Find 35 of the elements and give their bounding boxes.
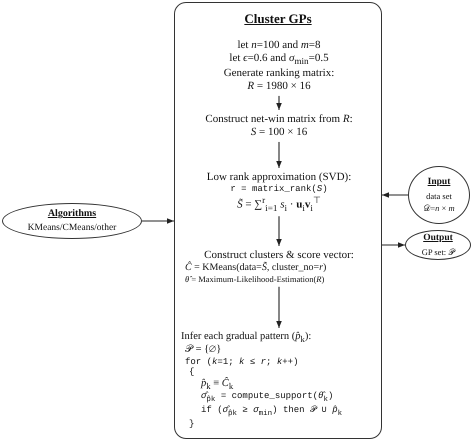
ellipse-text: data set [426,190,452,201]
step-text: let n=100 and m=8 [237,39,320,52]
step-text: Infer each gradual pattern (p̂$_{k}$): [181,331,312,344]
step-text: Ĉ = KMeans(data=S̃, cluster_no=r) [184,262,326,274]
code-line: σ̂$_{p̂k}$ = compute_support(θ̂$_{k}$) [200,391,334,406]
code-line: } [188,418,194,430]
step-text: S = 100 × 16 [250,126,308,139]
ellipse-text: GP set: 𝒫 [422,246,454,257]
step-text: Low rank approximation (SVD): [206,171,352,184]
step-text: θ̂ = Maximum-Likelihood-Estimation(R) [184,274,324,284]
code-line: for (k=1; k ≤ r; k++) [184,356,298,368]
arrow [276,286,282,328]
step-text: Generate ranking matrix: [224,66,334,80]
arrow [382,242,405,248]
ellipse-text: KMeans/CMeans/other [28,222,116,234]
code-line: { [188,367,194,378]
arrow [382,192,408,198]
step-text: p̂$_{k}$ ≡ Ĉ$_{k}$ [200,378,234,392]
arrow [276,142,282,168]
step-text: R = 1980 × 16 [247,80,311,93]
step-text: let ϵ=0.6 and σ$_{min}$=0.5 [229,52,329,67]
box-title: Cluster GPs [243,11,313,28]
ellipse-text: 𝒟=n × m [423,202,455,213]
arrow [276,216,282,246]
process-box [174,2,382,439]
ellipse-heading: Algorithms [48,208,96,221]
arrow [276,96,282,110]
code-line: r = matrix_rank(S) [230,184,328,195]
code-line: if (σ̂$_{p̂k}$ ≥ σ$_{min}$) then 𝒫 ∪ p̂$_{k}$ [200,405,342,419]
step-text: 𝒫 = {∅} [184,344,222,357]
step-text: Construct net-win matrix from R: [205,113,353,126]
ellipse-heading: Output [423,233,453,245]
ellipse-heading: Input [428,177,450,189]
step-text: Construct clusters & score vector: [204,249,354,262]
arrow [142,218,174,224]
